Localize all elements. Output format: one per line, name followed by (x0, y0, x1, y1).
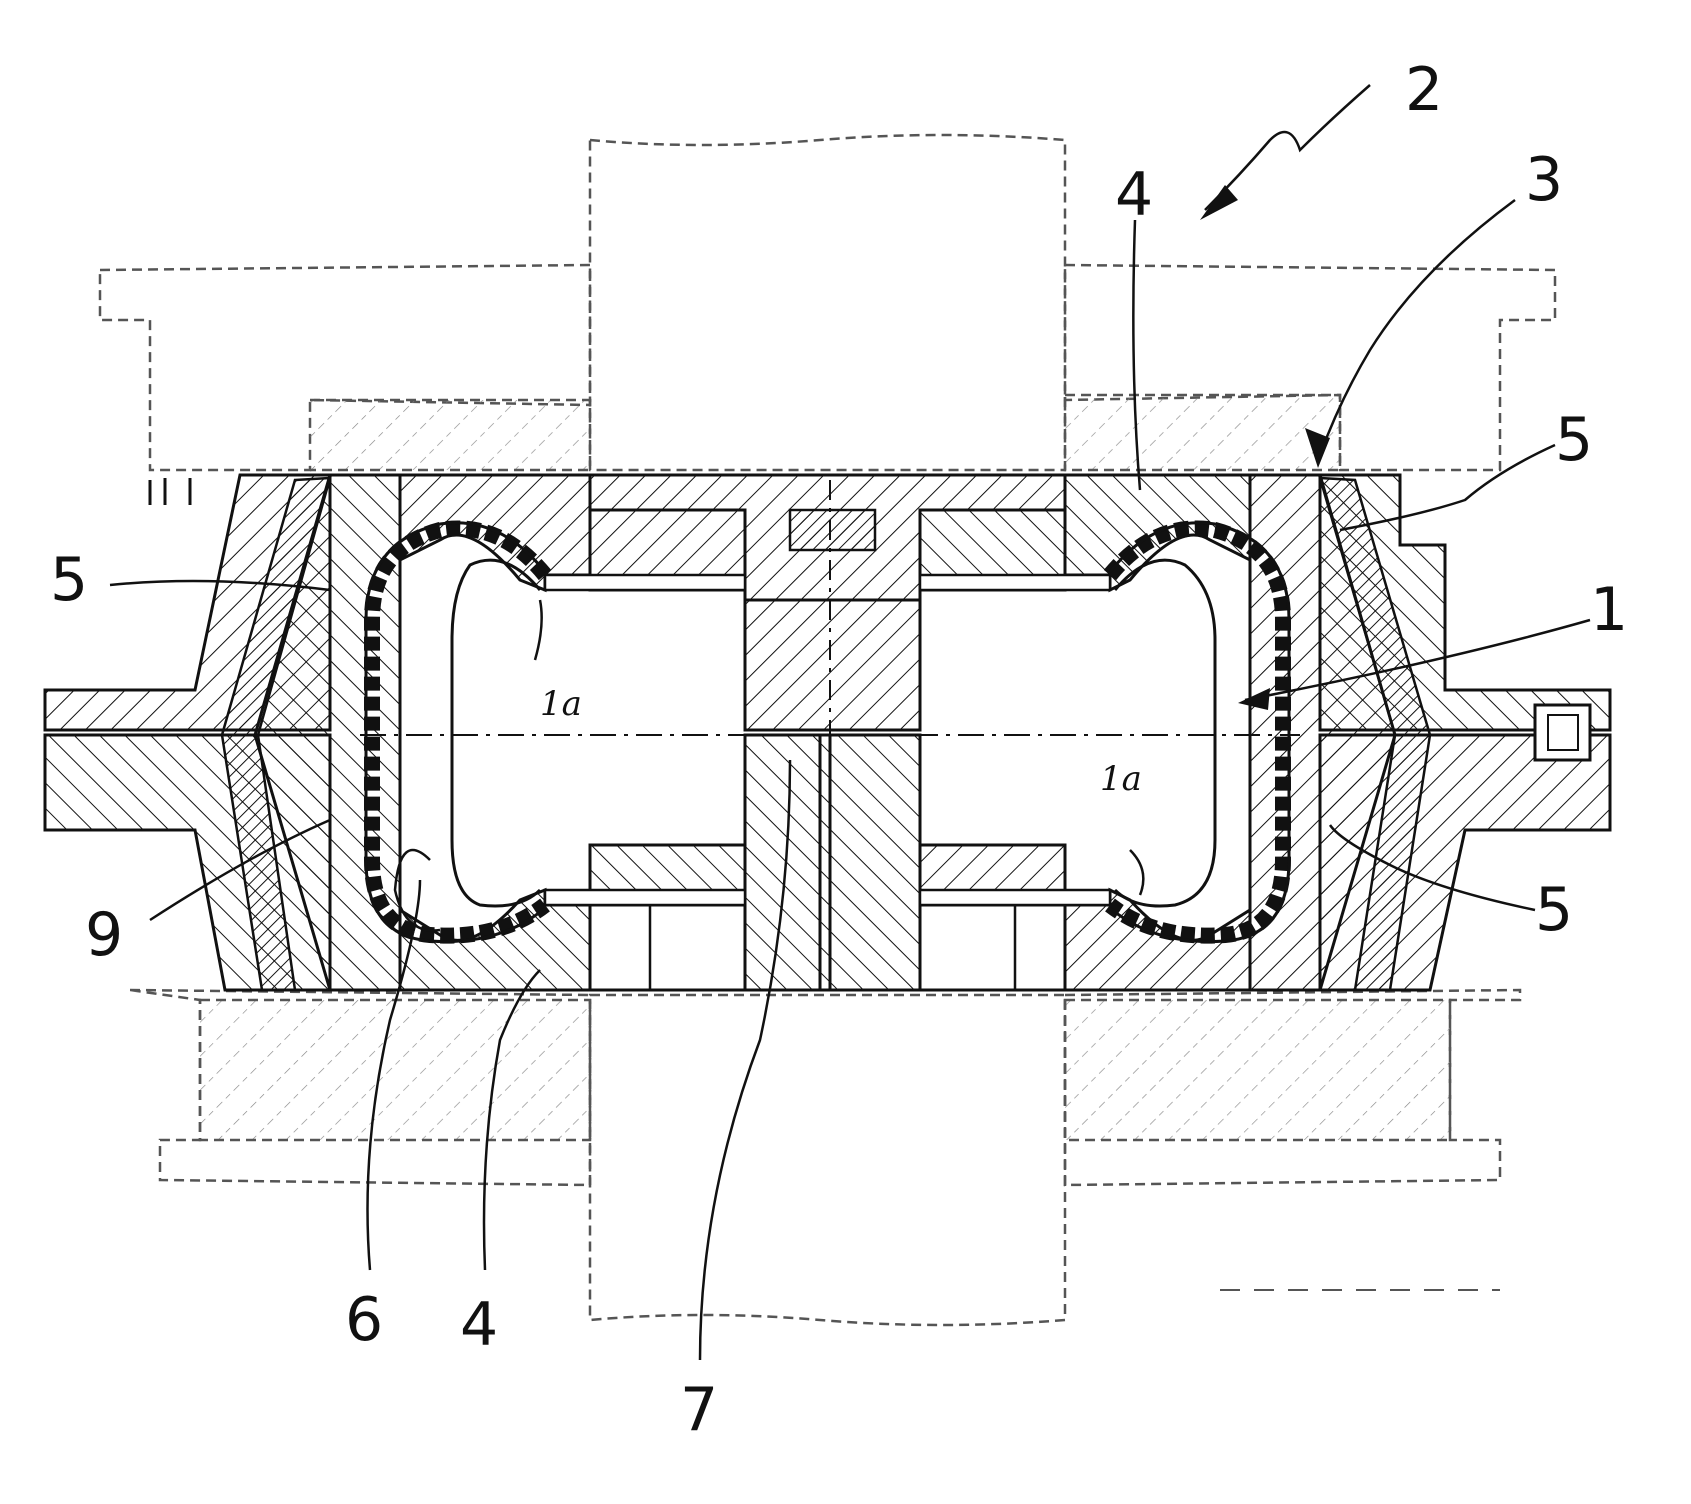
ref-label-5-right-top: 5 (1555, 405, 1593, 475)
central-core (545, 475, 1110, 990)
ref-label-1: 1 (1590, 575, 1628, 645)
ref-label-9: 9 (85, 900, 123, 970)
ref-label-1a-right: 1a (1100, 759, 1142, 799)
ref-label-5-left: 5 (50, 545, 88, 615)
leader-3 (1320, 200, 1515, 455)
ref-label-2: 2 (1405, 55, 1443, 125)
ref-label-5-right-bottom: 5 (1535, 875, 1573, 945)
right-mold-halves (1065, 475, 1250, 990)
ref-label-4-bottom: 4 (460, 1290, 498, 1360)
ref-label-4-top: 4 (1115, 160, 1153, 230)
left-mold-halves (400, 475, 590, 990)
leader-1a-left (535, 600, 542, 660)
ref-label-3: 3 (1525, 145, 1563, 215)
ref-label-7: 7 (680, 1375, 718, 1445)
right-connector-block (1535, 705, 1590, 760)
leader-1a-right (1130, 850, 1143, 895)
top-left-marks (150, 478, 190, 505)
ref-label-6: 6 (345, 1285, 383, 1355)
ref-label-1a-left: 1a (540, 684, 582, 724)
